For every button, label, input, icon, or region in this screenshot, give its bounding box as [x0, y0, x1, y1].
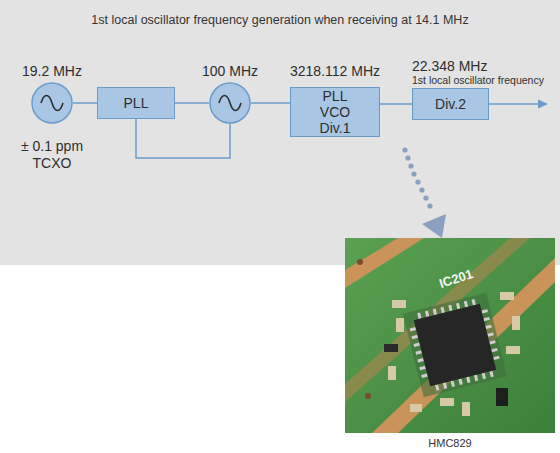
ic-chip — [414, 304, 496, 386]
oscillator-outline — [210, 83, 250, 123]
dotted-pointer — [402, 147, 446, 238]
pcb-photo — [345, 238, 555, 433]
via-hole — [365, 393, 371, 399]
copper-strip — [345, 238, 424, 288]
ic-pins — [407, 297, 504, 394]
block-box: PLL — [97, 87, 175, 119]
oscillator-circle — [209, 82, 251, 124]
block-node: 3218.112 MHzPLL VCO Div.1 — [285, 62, 385, 137]
node-heading: 100 MHz — [190, 62, 270, 80]
smd-parts — [384, 292, 520, 416]
signal-line — [175, 102, 209, 104]
output-arrowhead — [538, 100, 548, 109]
node-heading: 19.2 MHz — [12, 62, 92, 80]
block-node: 22.348 MHz1st local oscillator frequency… — [412, 58, 560, 120]
node-heading: 22.348 MHz — [412, 58, 560, 74]
node-footer: ± 0.1 ppm TCXO — [12, 138, 92, 172]
via-hole — [357, 259, 363, 265]
node-heading: 3218.112 MHz — [285, 62, 385, 80]
node-label: PLL VCO Div.1 — [312, 88, 358, 136]
oscillator-outline — [32, 83, 72, 123]
signal-line — [251, 102, 290, 104]
block-box: Div.2 — [412, 88, 489, 120]
block-box: PLL VCO Div.1 — [290, 87, 380, 137]
block-node: PLL — [97, 87, 175, 119]
copper-strip — [345, 238, 530, 402]
oscillator-symbol — [209, 82, 251, 124]
gray-band — [0, 0, 560, 265]
signal-line — [136, 119, 230, 158]
oscillator-circle — [31, 82, 73, 124]
sine-symbol — [41, 96, 63, 111]
photo-caption: HMC829 — [410, 437, 490, 449]
pad-ring — [403, 293, 507, 397]
output-line — [489, 103, 540, 105]
pcb-board — [345, 238, 555, 433]
signal-line — [380, 103, 412, 105]
node-label: PLL — [124, 94, 149, 112]
signal-line — [73, 102, 97, 104]
oscillator-node: 19.2 MHz ± 0.1 ppm TCXO — [12, 62, 92, 172]
sine-symbol — [219, 96, 241, 111]
node-label: Div.2 — [435, 95, 466, 113]
oscillator-symbol — [31, 82, 73, 124]
node-heading: 1st local oscillator frequency — [412, 74, 560, 87]
diagram-title: 1st local oscillator frequency generatio… — [0, 13, 560, 27]
oscillator-node: 100 MHz — [190, 62, 270, 124]
